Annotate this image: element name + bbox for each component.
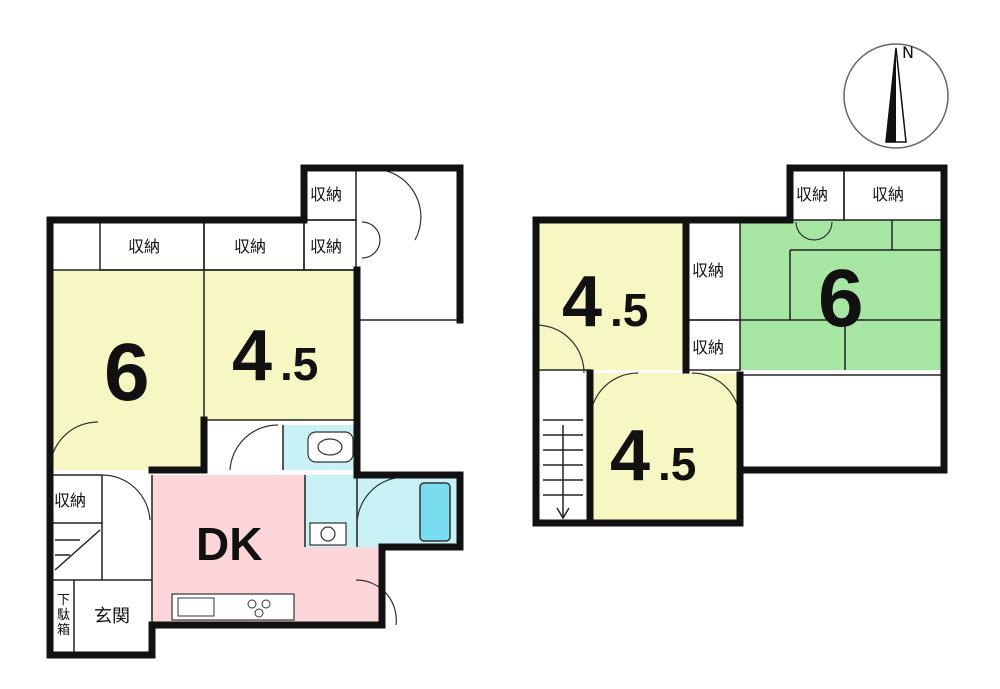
stairs-icon-2f — [543, 419, 583, 520]
storage-label: 収納 — [234, 237, 266, 256]
stairs-icon — [54, 529, 101, 571]
room-6-floor — [50, 270, 204, 470]
storage-label: 収納 — [128, 237, 160, 256]
room-45-label-main: 4 — [232, 316, 272, 396]
room-45-a-label-main: 4 — [562, 262, 602, 342]
room-45-a-floor — [536, 220, 686, 370]
room-45-label-sub: .5 — [280, 338, 318, 390]
bathtub-icon — [419, 482, 451, 542]
storage-label: 収納 — [54, 491, 86, 510]
compass-icon: N — [843, 43, 949, 149]
storage-label: 収納 — [310, 185, 342, 204]
washitsu-floor — [740, 220, 944, 370]
room-6-label: 6 — [104, 327, 150, 418]
genkan-label: 玄関 — [94, 606, 130, 627]
room-45-b-label-sub: .5 — [658, 438, 696, 490]
storage-label: 収納 — [692, 261, 724, 280]
storage-label: 収納 — [796, 185, 828, 204]
floor-1 — [46, 164, 464, 659]
floor-2 — [532, 164, 948, 527]
room-45-b-label-main: 4 — [610, 416, 650, 496]
washitsu-6-label: 6 — [818, 253, 864, 344]
storage-label: 収納 — [872, 185, 904, 204]
storage-label: 収納 — [692, 338, 724, 357]
room-45-b-floor — [590, 373, 740, 523]
compass-north-label: N — [902, 43, 914, 62]
getabako-label: 下駄箱 — [57, 593, 70, 638]
room-45-a-label-sub: .5 — [610, 284, 648, 336]
room-45-floor — [204, 270, 354, 420]
storage-label: 収納 — [310, 237, 342, 256]
dk-label: DK — [196, 518, 262, 570]
